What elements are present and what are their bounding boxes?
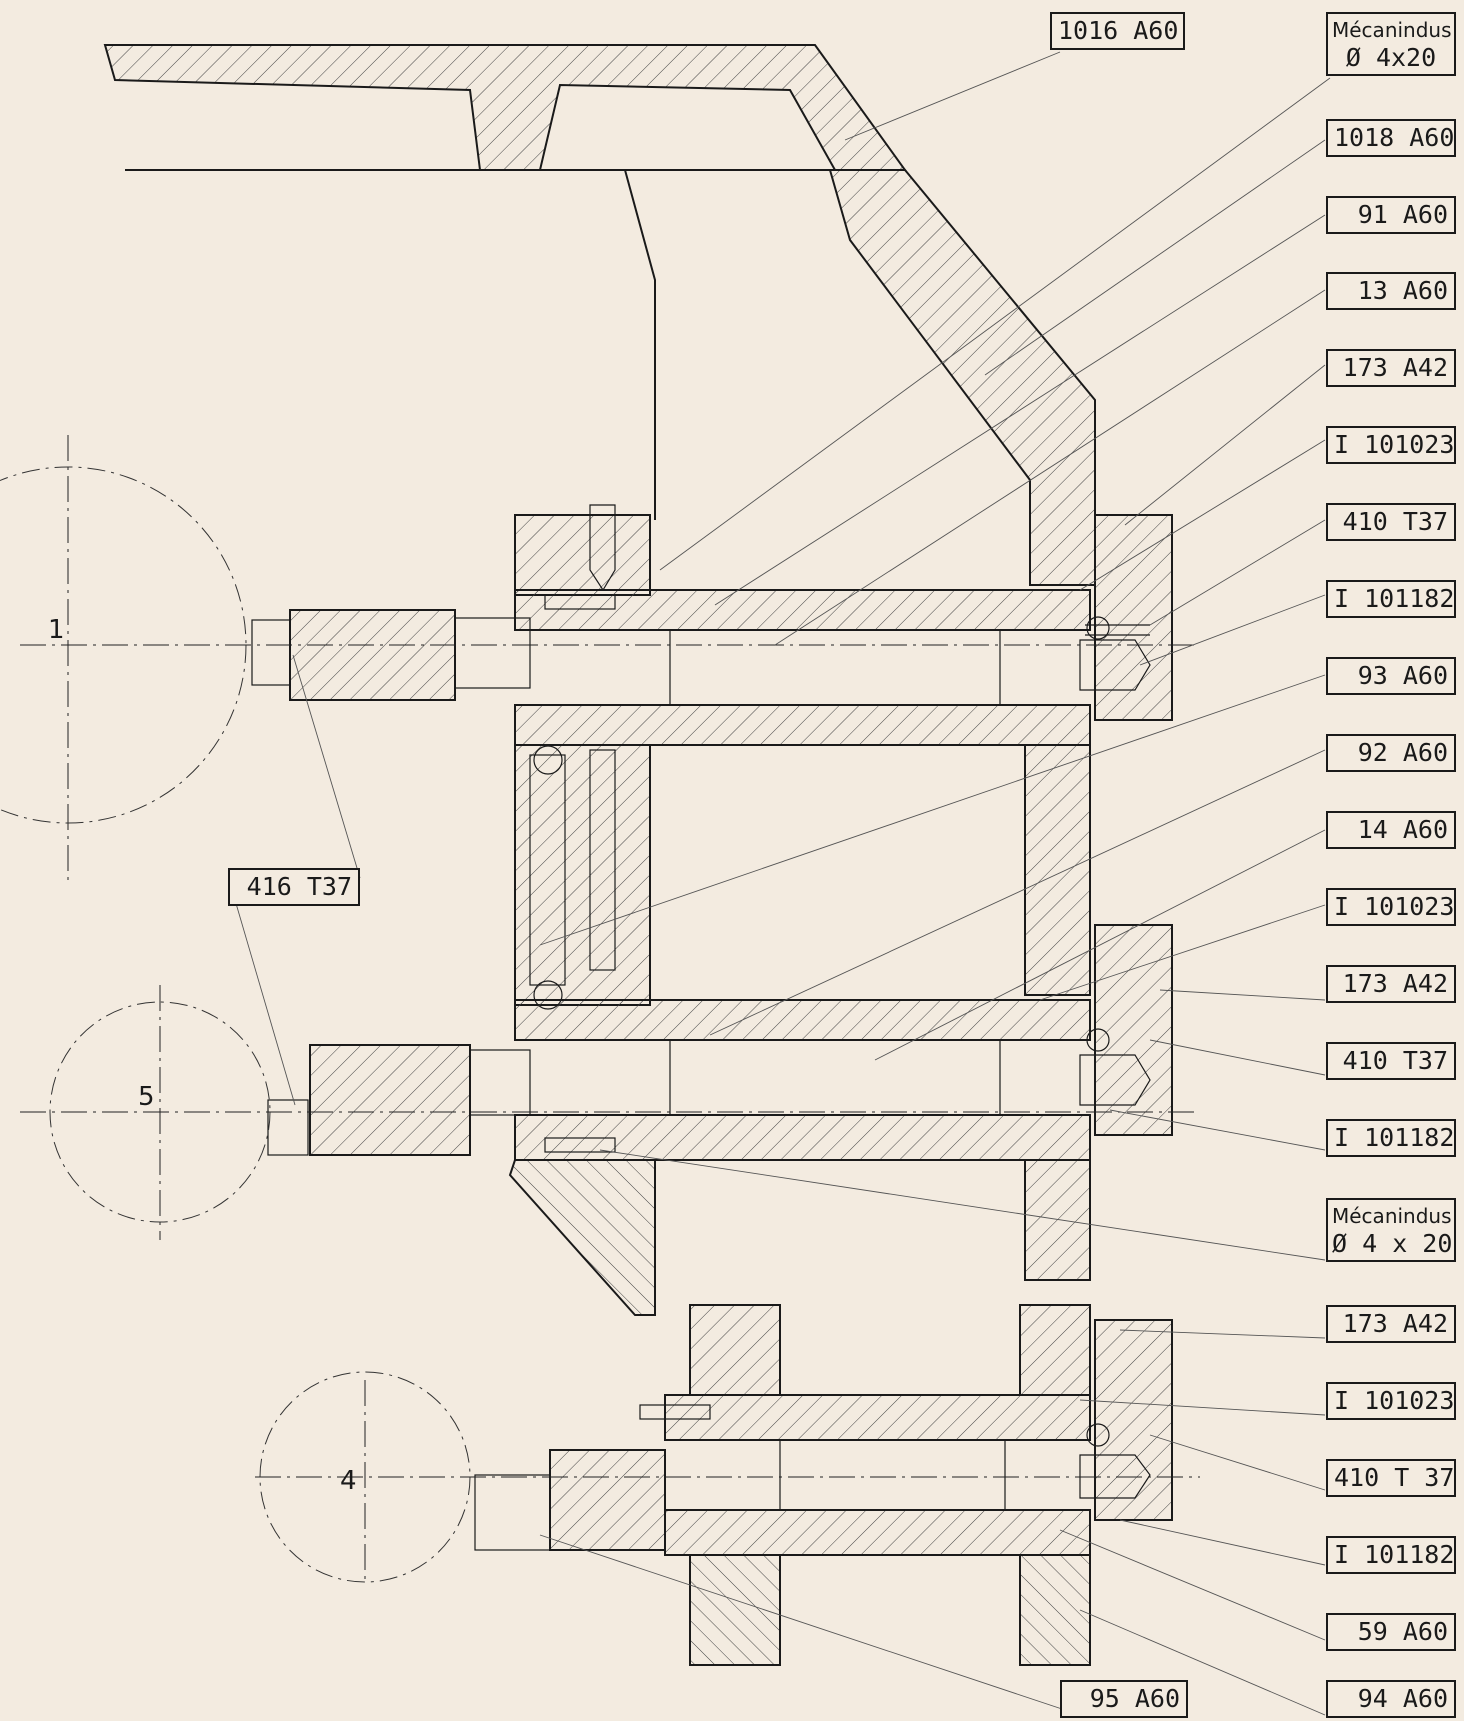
part-label-line2: Ø 4 x 20 bbox=[1332, 1229, 1453, 1258]
part-label-right-13: 410 T37 bbox=[1326, 1042, 1456, 1080]
view-number-5: 5 bbox=[138, 1082, 155, 1112]
view-number-4: 4 bbox=[340, 1466, 357, 1496]
part-label-top: 1016 A60 bbox=[1050, 12, 1185, 50]
part-label-line1: Mécanindus bbox=[1332, 18, 1452, 42]
part-label-right-10: 14 A60 bbox=[1326, 811, 1456, 849]
part-label-right-1: 1018 A60 bbox=[1326, 119, 1456, 157]
part-label-right-18: 410 T 37 bbox=[1326, 1459, 1456, 1497]
part-label-left: 416 T37 bbox=[228, 868, 360, 906]
part-label-right-5: I 101023 bbox=[1326, 426, 1456, 464]
part-label-line2: Ø 4x20 bbox=[1345, 43, 1437, 72]
view-number-1: 1 bbox=[48, 615, 65, 645]
part-label-right-11: I 101023 bbox=[1326, 888, 1456, 926]
part-label-right-9: 92 A60 bbox=[1326, 734, 1456, 772]
part-label-right-16: 173 A42 bbox=[1326, 1305, 1456, 1343]
part-label-bottom: 95 A60 bbox=[1060, 1680, 1188, 1718]
part-label-right-15: Mécanindus Ø 4 x 20 bbox=[1326, 1198, 1456, 1262]
frame-casting bbox=[103, 44, 1096, 586]
shaft-assembly-1 bbox=[251, 504, 1173, 746]
part-label-right-2: 91 A60 bbox=[1326, 196, 1456, 234]
middle-section bbox=[514, 744, 1091, 1010]
shaft-assembly-5 bbox=[267, 924, 1173, 1316]
part-label-right-21: 94 A60 bbox=[1326, 1680, 1456, 1718]
part-label-line1: Mécanindus bbox=[1332, 1204, 1452, 1228]
part-label-right-12: 173 A42 bbox=[1326, 965, 1456, 1003]
part-label-right-20: 59 A60 bbox=[1326, 1613, 1456, 1651]
shaft-assembly-4 bbox=[474, 1304, 1173, 1666]
part-label-right-0: Mécanindus Ø 4x20 bbox=[1326, 12, 1456, 76]
part-label-right-7: I 101182 bbox=[1326, 580, 1456, 618]
centerlines bbox=[0, 435, 1200, 1583]
part-label-right-17: I 101023 bbox=[1326, 1382, 1456, 1420]
part-label-right-3: 13 A60 bbox=[1326, 272, 1456, 310]
part-label-right-14: I 101182 bbox=[1326, 1119, 1456, 1157]
part-label-right-19: I 101182 bbox=[1326, 1536, 1456, 1574]
leader-lines bbox=[234, 51, 1331, 1716]
part-label-right-8: 93 A60 bbox=[1326, 657, 1456, 695]
part-label-right-6: 410 T37 bbox=[1326, 503, 1456, 541]
part-label-right-4: 173 A42 bbox=[1326, 349, 1456, 387]
